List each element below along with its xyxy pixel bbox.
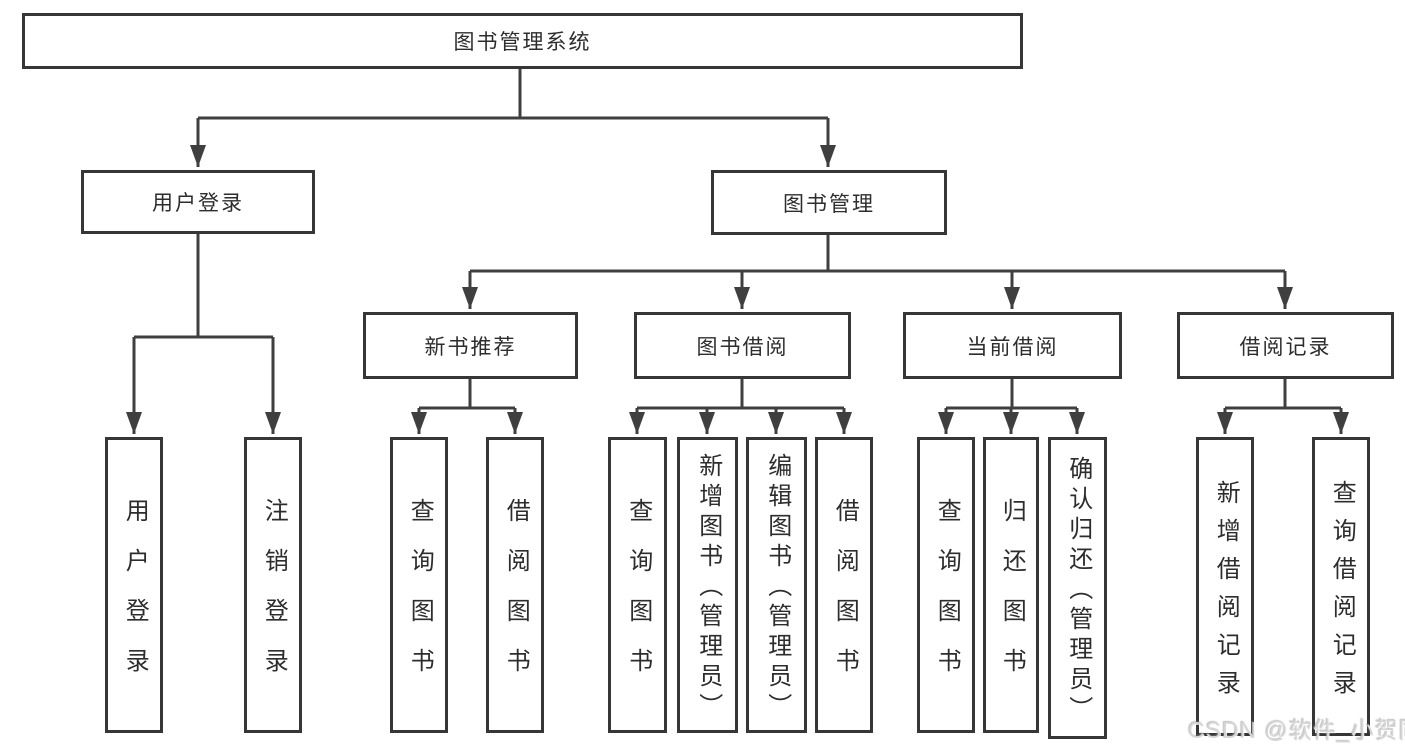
node-leaf-borrow-books: 借阅图书 [815, 437, 873, 733]
node-leaf-user-login: 用户登录 [105, 437, 163, 733]
node-leaf-edit-books-admin: 编辑图书（管理员） [746, 437, 807, 733]
node-leaf-add-borrow-record: 新增借阅记录 [1196, 437, 1254, 736]
node-label: 借阅图书 [502, 498, 530, 698]
node-label: 图书管理系统 [453, 31, 592, 54]
node-label: 查询图书 [624, 498, 652, 698]
node-label: 图书管理 [783, 192, 875, 216]
node-leaf-query-books-recommend: 查询图书 [390, 437, 448, 733]
node-user-login: 用户登录 [81, 170, 315, 234]
node-label: 注销登录 [260, 498, 288, 698]
node-label: 借阅记录 [1239, 335, 1332, 359]
node-leaf-borrow-books-recommend: 借阅图书 [486, 437, 544, 733]
node-book-management: 图书管理 [711, 170, 947, 235]
watermark: CSDN @软件_小贺同学 [1188, 717, 1405, 743]
node-label: 用户登录 [121, 498, 149, 698]
node-label: 编辑图书（管理员） [763, 453, 791, 723]
node-label: 查询图书 [933, 498, 961, 698]
node-label: 新增图书（管理员） [694, 453, 722, 723]
node-label: 归还图书 [998, 498, 1026, 698]
node-leaf-query-borrow-record: 查询借阅记录 [1312, 437, 1370, 736]
node-current-borrowing: 当前借阅 [903, 312, 1122, 379]
node-leaf-return-books: 归还图书 [983, 437, 1039, 733]
node-leaf-query-books-current: 查询图书 [917, 437, 975, 733]
node-label: 确认归还（管理员） [1064, 456, 1092, 726]
node-book-borrowing: 图书借阅 [634, 312, 851, 379]
node-label: 用户登录 [152, 192, 244, 215]
node-label: 图书借阅 [696, 335, 789, 359]
node-label: 查询图书 [406, 498, 434, 698]
node-label: 新书推荐 [424, 335, 517, 359]
node-label: 查询借阅记录 [1328, 479, 1356, 708]
node-label: 借阅图书 [831, 498, 859, 698]
node-new-book-recommendation: 新书推荐 [363, 312, 578, 379]
node-leaf-add-books-admin: 新增图书（管理员） [677, 437, 738, 733]
node-label: 新增借阅记录 [1212, 479, 1240, 708]
node-library-management-system: 图书管理系统 [22, 13, 1023, 69]
node-leaf-confirm-return-admin: 确认归还（管理员） [1048, 437, 1107, 739]
node-label: 当前借阅 [966, 335, 1059, 359]
node-borrowing-records: 借阅记录 [1177, 312, 1394, 379]
node-leaf-query-books-borrow: 查询图书 [608, 437, 667, 733]
node-leaf-logout-login: 注销登录 [244, 437, 302, 733]
